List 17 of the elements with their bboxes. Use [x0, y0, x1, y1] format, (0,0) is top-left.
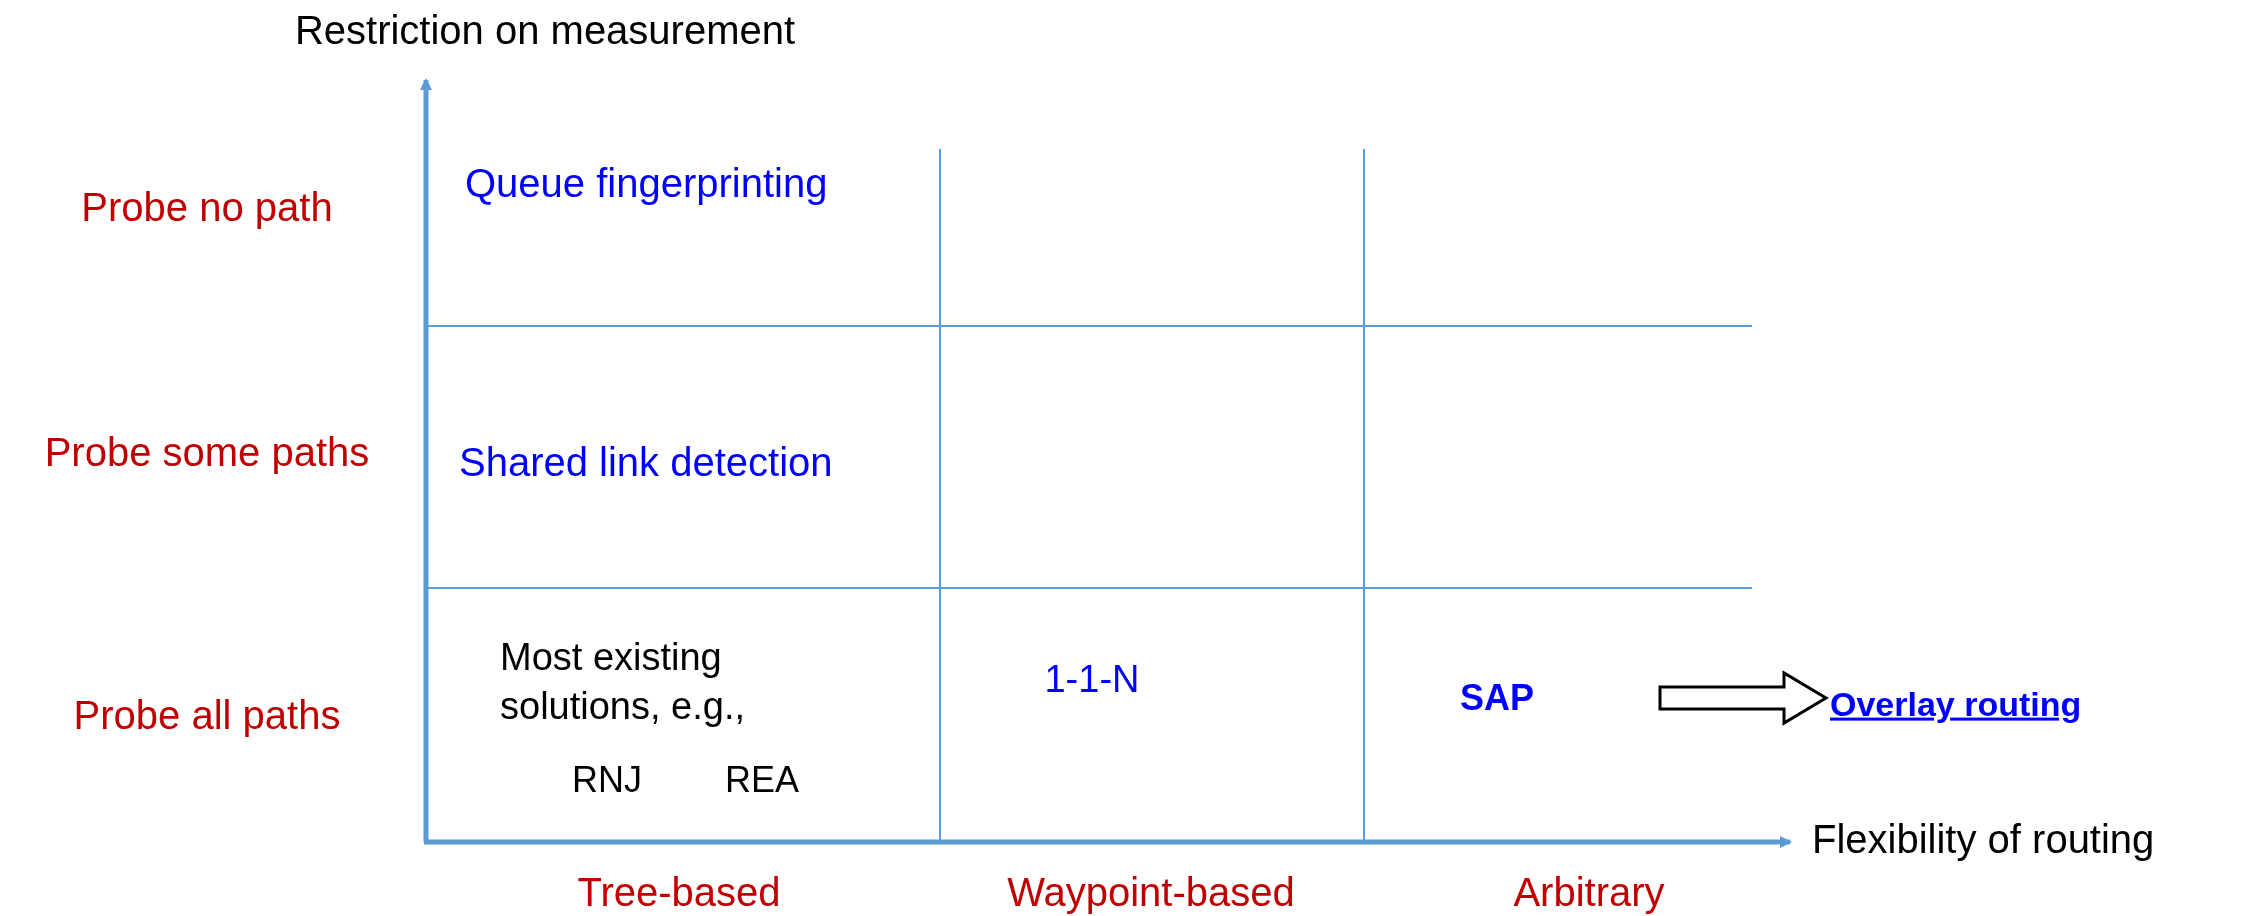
cell-text: 1-1-N	[1044, 657, 1140, 703]
cell-text: SAP	[1460, 676, 1660, 720]
block-arrow	[1658, 670, 1829, 726]
cell-text: Queue fingerprinting	[465, 160, 828, 207]
cell-text: Most existing solutions, e.g.,	[500, 634, 747, 729]
column-label: Waypoint-based	[1007, 869, 1295, 916]
row-label: Probe some paths	[44, 429, 370, 476]
row-label: Probe no path	[81, 184, 333, 231]
axis-title: Flexibility of routing	[1812, 816, 2155, 863]
cell-text: RNJ	[572, 757, 642, 802]
column-label: Arbitrary	[1513, 869, 1665, 916]
cell-text: Shared link detection	[459, 439, 833, 486]
cell-text: REA	[725, 757, 799, 802]
row-label: Probe all paths	[73, 692, 341, 739]
axis-title: Restriction on measurement	[294, 7, 796, 54]
link-text: Overlay routing	[1830, 683, 2082, 725]
column-label: Tree-based	[577, 869, 781, 916]
